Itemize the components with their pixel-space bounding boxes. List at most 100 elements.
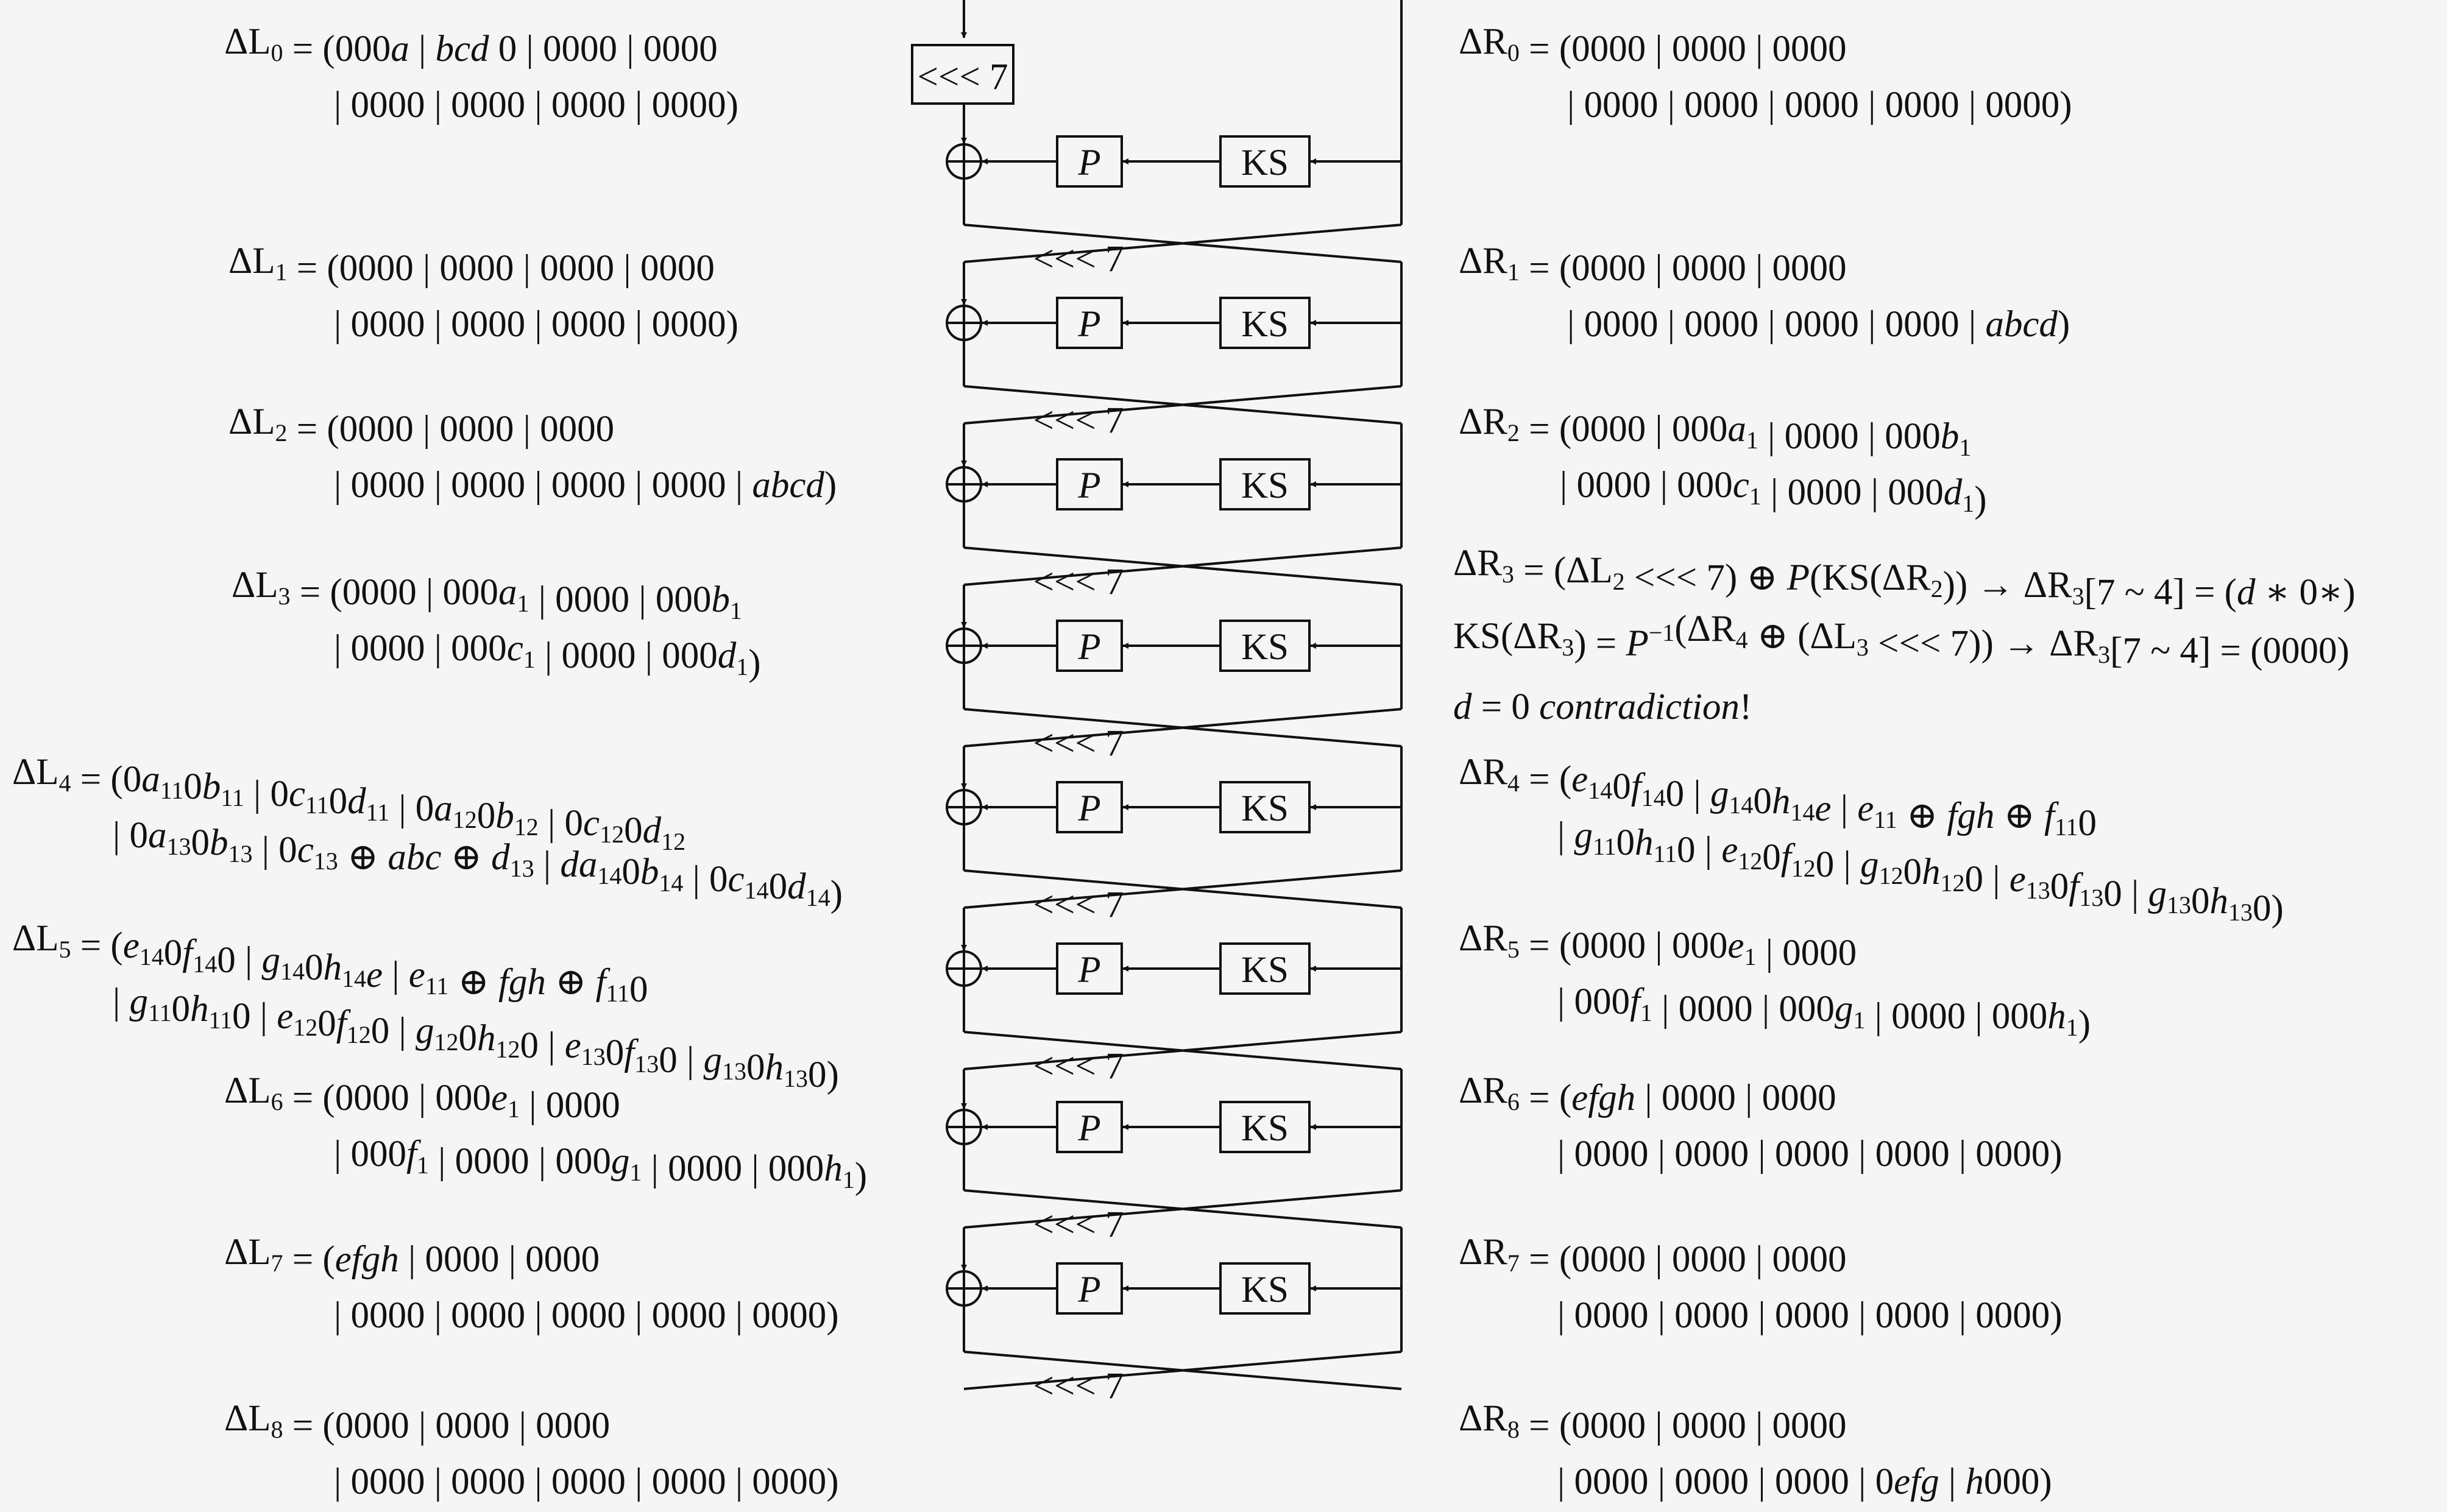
rotate-label: <<< 7 bbox=[1033, 1046, 1124, 1087]
equation-line: | 0000 | 0000 | 0000 | 0000 | abcd) bbox=[334, 465, 837, 506]
p-label: P bbox=[1077, 1270, 1100, 1310]
ks-box bbox=[1219, 781, 1311, 833]
equation-line: | g110h110 | e120f120 | g120h120 | e130f… bbox=[1557, 815, 2284, 929]
rotate-label: <<< 7 bbox=[1033, 562, 1124, 602]
p-box bbox=[1056, 458, 1123, 510]
p-label: P bbox=[1077, 304, 1100, 345]
round-6: KSP<<< 7 bbox=[946, 942, 1403, 1127]
equation-line: | 0000 | 0000 | 0000 | 0000 | abcd) bbox=[1567, 304, 2070, 345]
equation-line: | 0000 | 0000 | 0000 | 0000 | 0000) bbox=[1557, 1134, 2063, 1175]
initial-rotate-label: <<< 7 bbox=[918, 57, 1008, 97]
equation-line: | 0000 | 000c1 | 0000 | 000d1) bbox=[1560, 465, 1987, 520]
rotate-label: <<< 7 bbox=[1033, 885, 1124, 925]
round-4: KS P <<< 7 bbox=[946, 620, 1403, 807]
round-2: KS P <<< 7 bbox=[946, 297, 1403, 484]
equation-line: ΔR5 = (0000 | 000e1 | 0000 bbox=[1459, 918, 1857, 973]
ks-box bbox=[1219, 458, 1311, 510]
equation-line: KS(ΔR3) = P−1(ΔR4 ⊕ (ΔL3 <<< 7)) → ΔR3[7… bbox=[1453, 609, 2350, 671]
p-label: P bbox=[1077, 1108, 1100, 1149]
p-label: P bbox=[1077, 143, 1100, 183]
equation-line: d = 0 contradiction! bbox=[1453, 687, 1752, 727]
equation-line: ΔL2 = (0000 | 0000 | 0000 bbox=[228, 401, 614, 450]
equation-line: | 0000 | 000c1 | 0000 | 000d1) bbox=[334, 628, 761, 684]
equation-line: ΔR0 = (0000 | 0000 | 0000 bbox=[1459, 21, 1847, 69]
delta-l-5: ΔL5 = (e140f140 | g140h14e | e11 ⊕ fgh ⊕… bbox=[12, 918, 839, 1095]
equation-line: ΔR6 = (efgh | 0000 | 0000 bbox=[1459, 1070, 1836, 1118]
ks-label: KS bbox=[1241, 1270, 1289, 1310]
equation-line: ΔL5 = (e140f140 | g140h14e | e11 ⊕ fgh ⊕… bbox=[12, 918, 648, 1010]
round-function-diagram: <<< 7 KS P <<< 7 KS P <<< 7 KS P <<< 7 KS P <<< 7 KS P… bbox=[911, 0, 1403, 1407]
equation-line: | 0000 | 0000 | 0000 | 0000 | 0000) bbox=[334, 1295, 839, 1336]
round-8: KS P <<< 7 bbox=[946, 1262, 1403, 1407]
equation-line: | 000f1 | 0000 | 000g1 | 0000 | 000h1) bbox=[1557, 981, 2091, 1044]
xor-icon bbox=[946, 1109, 982, 1145]
ks-label: KS bbox=[1241, 1108, 1289, 1149]
rotate-label: <<< 7 bbox=[1033, 400, 1124, 441]
ks-box bbox=[1219, 1262, 1311, 1315]
equation-line: ΔR4 = (e140f140 | g140h14e | e11 ⊕ fgh ⊕… bbox=[1459, 752, 2097, 844]
equation-line: ΔR1 = (0000 | 0000 | 0000 bbox=[1459, 241, 1847, 289]
delta-l-4: ΔL4 = (0a110b11 | 0c110d11 | 0a120b12 | … bbox=[12, 752, 843, 914]
delta-r-7: ΔR7 = (0000 | 0000 | 0000 | 0000 | 0000 |… bbox=[1459, 1232, 2063, 1336]
analysis-line: d = 0 contradiction! bbox=[1453, 687, 1752, 727]
rotate-label: <<< 7 bbox=[1033, 1366, 1124, 1407]
ks-label: KS bbox=[1241, 304, 1289, 345]
equation-line: | 0000 | 0000 | 0000 | 0000 | 0000) bbox=[1557, 1295, 2063, 1336]
equation-line: ΔL6 = (0000 | 000e1 | 0000 bbox=[224, 1070, 620, 1126]
round-3: KS P <<< 7 bbox=[946, 458, 1403, 646]
delta-l-8: ΔL8 = (0000 | 0000 | 0000 | 0000 | 0000 |… bbox=[224, 1398, 839, 1502]
p-label: P bbox=[1077, 788, 1100, 829]
equation-line: ΔL3 = (0000 | 000a1 | 0000 | 000b1 bbox=[232, 565, 742, 624]
round-5: KS P <<< 7 bbox=[946, 781, 1403, 969]
p-label: P bbox=[1077, 627, 1100, 668]
equation-line: ΔL8 = (0000 | 0000 | 0000 bbox=[224, 1398, 610, 1446]
analysis-line: ΔR3 = (ΔL2 <<< 7) ⊕ P(KS(ΔR2)) → ΔR3[7 ~… bbox=[1453, 543, 2356, 613]
ks-label: KS bbox=[1241, 143, 1289, 183]
xor-icon bbox=[946, 627, 982, 664]
p-label: P bbox=[1077, 465, 1100, 506]
xor-icon bbox=[946, 950, 982, 987]
analysis-line: KS(ΔR3) = P−1(ΔR4 ⊕ (ΔL3 <<< 7)) → ΔR3[7… bbox=[1453, 609, 2350, 671]
rotate-label: <<< 7 bbox=[1033, 239, 1124, 280]
equation-line: ΔR3 = (ΔL2 <<< 7) ⊕ P(KS(ΔR2)) → ΔR3[7 ~… bbox=[1453, 543, 2356, 613]
delta-l-3: ΔL3 = (0000 | 000a1 | 0000 | 000b1| 0000… bbox=[232, 565, 761, 684]
delta-l-0: ΔL0 = (000a | bcd 0 | 0000 | 0000 | 0000 … bbox=[224, 21, 738, 125]
equation-line: ΔL1 = (0000 | 0000 | 0000 | 0000 bbox=[228, 241, 715, 289]
rotate-label: <<< 7 bbox=[1033, 723, 1124, 764]
ks-label: KS bbox=[1241, 627, 1289, 668]
equation-line: ΔR8 = (0000 | 0000 | 0000 bbox=[1459, 1398, 1847, 1446]
ks-label: KS bbox=[1241, 465, 1289, 506]
delta-r-1: ΔR1 = (0000 | 0000 | 0000 | 0000 | 0000 |… bbox=[1459, 241, 2070, 345]
xor-icon bbox=[946, 305, 982, 341]
delta-r-6: ΔR6 = (efgh | 0000 | 0000 | 0000 | 0000 |… bbox=[1459, 1070, 2063, 1175]
equation-line: | 0000 | 0000 | 0000 | 0000) bbox=[334, 304, 738, 345]
xor-icon bbox=[946, 466, 982, 503]
ks-box bbox=[1219, 942, 1311, 995]
delta-r-4: ΔR4 = (e140f140 | g140h14e | e11 ⊕ fgh ⊕… bbox=[1459, 752, 2284, 929]
delta-r-3-analysis: ΔR3 = (ΔL2 <<< 7) ⊕ P(KS(ΔR2)) → ΔR3[7 ~… bbox=[1453, 543, 2356, 727]
delta-r-8: ΔR8 = (0000 | 0000 | 0000 | 0000 | 0000 |… bbox=[1459, 1398, 2052, 1502]
equation-line: | 0000 | 0000 | 0000 | 0000) bbox=[334, 85, 738, 125]
equation-line: ΔR7 = (0000 | 0000 | 0000 bbox=[1459, 1232, 1847, 1280]
equation-line: ΔL0 = (000a | bcd 0 | 0000 | 0000 bbox=[224, 21, 718, 69]
equation-line: | g110h110 | e120f120 | g120h120 | e130f… bbox=[113, 981, 839, 1095]
delta-l-1: ΔL1 = (0000 | 0000 | 0000 | 0000 | 0000 |… bbox=[228, 241, 738, 345]
delta-r-5: ΔR5 = (0000 | 000e1 | 0000 | 000f1 | 0000… bbox=[1459, 918, 2091, 1044]
round-1: KS P <<< 7 bbox=[946, 135, 1403, 323]
left-differences: ΔL0 = (000a | bcd 0 | 0000 | 0000 | 0000 … bbox=[12, 21, 867, 1502]
round-7: KSP<<< 7 bbox=[946, 1101, 1403, 1288]
equation-line: ΔR2 = (0000 | 000a1 | 0000 | 000b1 bbox=[1459, 401, 1971, 461]
delta-r-2: ΔR2 = (0000 | 000a1 | 0000 | 000b1| 0000… bbox=[1459, 401, 1987, 520]
equation-line: | 000f1 | 0000 | 000g1 | 0000 | 000h1) bbox=[334, 1134, 867, 1196]
ks-label: KS bbox=[1241, 788, 1289, 829]
equation-line: | 0000 | 0000 | 0000 | 0000 | 0000) bbox=[334, 1461, 839, 1502]
xor-icon bbox=[946, 143, 982, 180]
equation-line: | 0000 | 0000 | 0000 | 0efg | h000) bbox=[1557, 1461, 2052, 1502]
p-box bbox=[1056, 942, 1123, 995]
xor-icon bbox=[946, 789, 982, 825]
equation-line: | 0a130b13 | 0c13 ⊕ abc ⊕ d13 | da140b14… bbox=[113, 815, 843, 914]
delta-r-0: ΔR0 = (0000 | 0000 | 0000| 0000 | 0000 |… bbox=[1459, 21, 2072, 125]
right-differences: ΔR0 = (0000 | 0000 | 0000 | 0000 | 0000 |… bbox=[1453, 21, 2356, 1502]
delta-l-7: ΔL7 = (efgh | 0000 | 0000| 0000 | 0000 |… bbox=[224, 1232, 839, 1336]
